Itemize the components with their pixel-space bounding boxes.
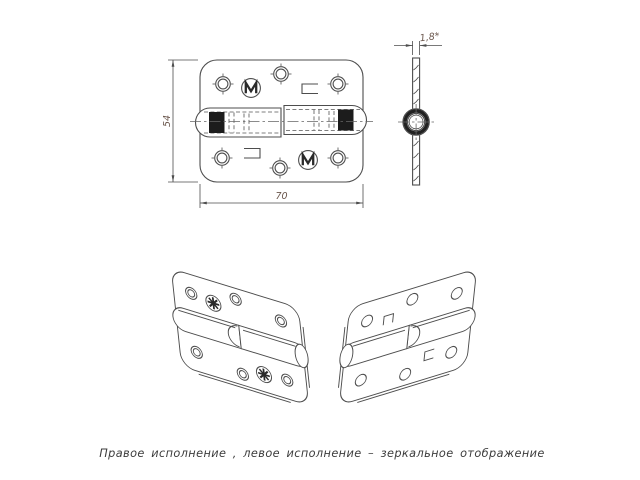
bushing-left bbox=[209, 112, 225, 133]
stamp-mark bbox=[301, 83, 318, 95]
knuckle-joint bbox=[227, 325, 240, 348]
stamp-mark-3d bbox=[382, 312, 395, 326]
barrel-section bbox=[398, 104, 434, 140]
hinge-3d-right-version bbox=[172, 271, 311, 404]
dimension-height: 54 bbox=[162, 59, 198, 183]
dimension-thickness: 1,8* bbox=[394, 31, 442, 55]
dimension-width: 70 bbox=[199, 184, 364, 208]
hinge-barrel bbox=[190, 104, 373, 138]
bushing-right bbox=[338, 109, 354, 131]
width-dim-label: 70 bbox=[275, 191, 287, 202]
edge-hatching bbox=[413, 64, 419, 182]
hinge-3d-left-version bbox=[337, 271, 476, 404]
knuckle-joint bbox=[408, 325, 421, 348]
side-view bbox=[398, 57, 434, 186]
height-dim-label: 54 bbox=[162, 115, 173, 127]
front-view bbox=[190, 59, 373, 183]
caption: Правое исполнение , левое исполнение – з… bbox=[99, 447, 545, 460]
barrel-3d bbox=[172, 307, 242, 350]
stamp-mark bbox=[244, 147, 261, 159]
thickness-dim-label: 1,8* bbox=[419, 31, 440, 44]
barrel-cap bbox=[294, 343, 309, 369]
stamp-mark-3d bbox=[423, 348, 435, 362]
barrel-3d bbox=[406, 307, 476, 350]
barrel-cap bbox=[339, 343, 354, 369]
